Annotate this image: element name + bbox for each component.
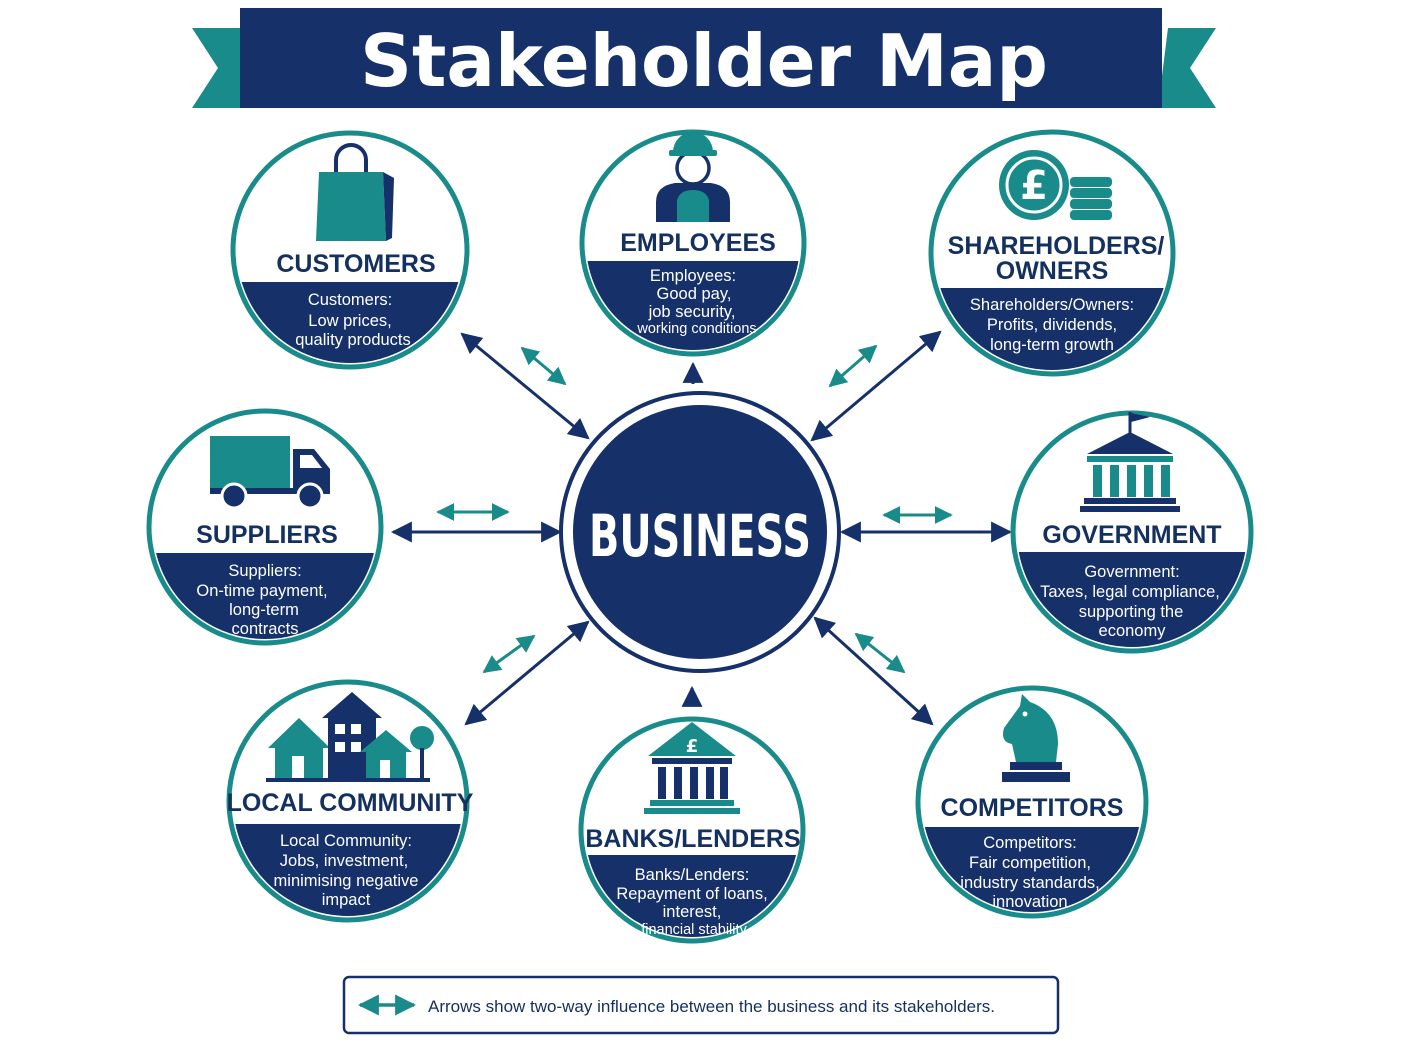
node-desc-line: Shareholders/Owners: — [970, 296, 1134, 314]
node-desc-line: On-time payment, — [196, 582, 327, 600]
node-desc-line: Low prices, — [308, 312, 391, 330]
node-ring — [230, 130, 470, 370]
banner-ribbon-left — [192, 28, 250, 108]
banner-background — [240, 8, 1162, 108]
bank-icon: £ — [644, 722, 740, 814]
title-banner: Stakeholder Map — [192, 8, 1216, 108]
node-desc-line: long-term — [229, 601, 299, 619]
node-title: BANKS/LENDERS — [585, 825, 800, 853]
node-desc-line: Fair competition, — [969, 854, 1091, 872]
node-title: COMPETITORS — [941, 794, 1124, 822]
stakeholder-suppliers: SUPPLIERS Suppliers: On-time payment, lo… — [146, 408, 384, 646]
pound-coins-icon: £ — [999, 150, 1112, 220]
node-title: CUSTOMERS — [276, 250, 435, 278]
node-desc-line: Repayment of loans, — [616, 885, 767, 903]
delivery-truck-icon — [210, 436, 330, 510]
business-node: BUSINESS — [559, 391, 841, 673]
node-desc-line: innovation — [992, 893, 1067, 911]
stakeholder-government: GOVERNMENT Government: Taxes, legal comp… — [1010, 410, 1254, 654]
stakeholder-competitors: COMPETITORS Competitors: Fair competitio… — [915, 685, 1149, 919]
worker-icon — [656, 132, 730, 222]
stakeholder-employees: EMPLOYEES Employees: Good pay, job secur… — [579, 129, 807, 357]
node-title: GOVERNMENT — [1042, 521, 1221, 549]
node-desc-line: Taxes, legal compliance, — [1040, 583, 1220, 601]
influence-arrow-competitors — [854, 632, 906, 674]
svg-text:£: £ — [1020, 163, 1048, 209]
node-desc-line: Competitors: — [983, 834, 1077, 852]
chess-knight-icon — [1002, 694, 1070, 782]
node-desc-line: working conditions — [636, 321, 756, 337]
influence-arrow-shareholders — [828, 344, 878, 388]
node-desc-line: impact — [322, 891, 371, 909]
government-building-icon — [1080, 412, 1180, 512]
node-desc-line: interest, — [663, 903, 722, 921]
business-label: BUSINESS — [589, 502, 811, 570]
node-desc-line: Suppliers: — [228, 562, 301, 580]
svg-text:£: £ — [686, 736, 699, 757]
stakeholder-customers: CUSTOMERS Customers: Low prices, quality… — [230, 130, 470, 370]
node-desc-line: Banks/Lenders: — [635, 866, 750, 884]
node-title: LOCAL COMMUNITY — [227, 789, 474, 817]
node-desc-line: contracts — [232, 620, 299, 638]
node-desc-line: financial stability — [641, 922, 747, 938]
node-title: SHAREHOLDERS/ — [948, 232, 1165, 260]
node-desc-line: Employees: — [650, 267, 736, 285]
connection-arrow-competitors — [813, 616, 934, 726]
node-ring — [915, 685, 1149, 919]
page-title: Stakeholder Map — [360, 19, 1048, 103]
node-ring — [226, 679, 470, 923]
node-ring — [578, 716, 806, 944]
node-desc-line: supporting the — [1079, 603, 1184, 621]
stakeholder-banks: £ BANKS/LENDERS Banks/Lenders: Repayment… — [578, 716, 806, 944]
stakeholder-shareholders: £ SHAREHOLDERS/ OWNERS Shareholders/Owne… — [928, 129, 1176, 377]
stakeholder-community: LOCAL COMMUNITY Local Community: Jobs, i… — [226, 679, 474, 923]
shopping-bag-icon — [316, 143, 394, 241]
node-desc-line: minimising negative — [274, 872, 419, 890]
influence-arrows — [436, 344, 953, 674]
connection-arrow-community — [464, 620, 590, 726]
node-desc-line: Good pay, — [657, 285, 732, 303]
legend: Arrows show two-way influence between th… — [342, 975, 1060, 1035]
business-circle — [573, 405, 827, 659]
node-desc-line: Government: — [1084, 563, 1179, 581]
legend-box — [342, 975, 1060, 1035]
node-desc-line: economy — [1099, 622, 1167, 640]
connection-arrow-customers — [460, 332, 590, 440]
node-desc-line: Jobs, investment, — [280, 852, 408, 870]
banner-ribbon-right — [1158, 28, 1216, 108]
node-ring — [1010, 410, 1254, 654]
legend-text: Arrows show two-way influence between th… — [428, 997, 995, 1016]
node-desc-line: Local Community: — [280, 832, 412, 850]
node-desc-line: quality products — [295, 331, 411, 349]
node-ring — [928, 129, 1176, 377]
node-desc-line: industry standards, — [960, 874, 1099, 892]
node-desc-line: Profits, dividends, — [987, 316, 1117, 334]
node-title: SUPPLIERS — [196, 521, 338, 549]
influence-arrow-customers — [520, 346, 567, 386]
node-desc-line: Customers: — [308, 291, 392, 309]
node-desc-line: long-term growth — [990, 336, 1114, 354]
houses-icon — [266, 692, 434, 782]
node-title: OWNERS — [996, 257, 1109, 285]
node-desc-line: job security, — [648, 303, 736, 321]
node-title: EMPLOYEES — [620, 229, 776, 257]
node-ring — [146, 408, 384, 646]
influence-arrow-community — [482, 634, 536, 674]
